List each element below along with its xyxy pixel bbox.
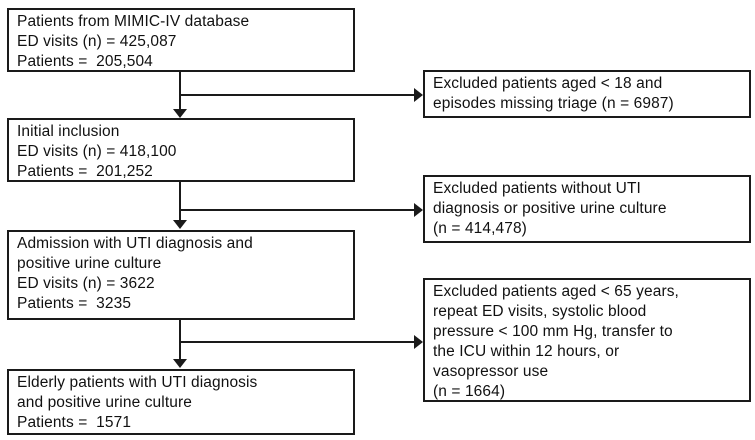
arrow-admission-to-final <box>179 320 181 360</box>
arrow-branch-to-exclusion-3 <box>179 341 415 343</box>
arrowhead-down-icon <box>173 220 187 229</box>
flow-box-elderly-final-cohort: Elderly patients with UTI diagnosis and … <box>7 369 355 435</box>
flow-box-line: ED visits (n) = 425,087 <box>17 33 177 50</box>
flow-box-line: episodes missing triage (n = 6987) <box>433 95 674 112</box>
arrow-initial-to-admission <box>179 182 181 221</box>
flow-box-exclusion-elderly-criteria: Excluded patients aged < 65 years, repea… <box>423 278 751 402</box>
flow-box-line: diagnosis or positive urine culture <box>433 200 667 217</box>
flow-box-line: vasopressor use <box>433 363 549 380</box>
flow-box-line: (n = 414,478) <box>433 220 527 237</box>
flow-box-line: the ICU within 12 hours, or <box>433 343 620 360</box>
arrow-source-to-initial <box>179 72 181 110</box>
arrowhead-right-icon <box>414 203 423 217</box>
flow-box-line: Excluded patients without UTI <box>433 180 641 197</box>
flow-box-line: (n = 1664) <box>433 383 506 400</box>
flow-box-line: Patients = 201,252 <box>17 163 153 180</box>
flow-box-uti-admission: Admission with UTI diagnosis and positiv… <box>7 230 355 320</box>
flow-box-exclusion-no-uti: Excluded patients without UTI diagnosis … <box>423 175 751 243</box>
flow-box-line: Patients from MIMIC-IV database <box>17 13 250 30</box>
flow-box-line: repeat ED visits, systolic blood <box>433 303 647 320</box>
flow-box-line: Elderly patients with UTI diagnosis <box>17 374 258 391</box>
flow-box-line: pressure < 100 mm Hg, transfer to <box>433 323 673 340</box>
flow-box-line: Excluded patients aged < 18 and <box>433 75 663 92</box>
flow-box-initial-inclusion: Initial inclusion ED visits (n) = 418,10… <box>7 118 355 182</box>
flow-box-line: and positive urine culture <box>17 394 192 411</box>
flow-box-line: Patients = 3235 <box>17 295 132 312</box>
flow-box-line: ED visits (n) = 3622 <box>17 275 155 292</box>
flow-box-exclusion-age-triage: Excluded patients aged < 18 and episodes… <box>423 70 751 118</box>
flow-box-line: positive urine culture <box>17 255 162 272</box>
arrowhead-down-icon <box>173 109 187 118</box>
arrow-branch-to-exclusion-2 <box>179 209 415 211</box>
flow-box-line: Patients = 205,504 <box>17 53 153 70</box>
arrowhead-right-icon <box>414 335 423 349</box>
flow-box-line: Initial inclusion <box>17 123 120 140</box>
flow-box-source-population: Patients from MIMIC-IV database ED visit… <box>7 8 355 72</box>
flow-box-line: Excluded patients aged < 65 years, <box>433 283 679 300</box>
flow-box-line: Patients = 1571 <box>17 414 132 431</box>
arrowhead-right-icon <box>414 88 423 102</box>
arrow-branch-to-exclusion-1 <box>179 94 415 96</box>
arrowhead-down-icon <box>173 359 187 368</box>
flow-box-line: ED visits (n) = 418,100 <box>17 143 177 160</box>
flow-box-line: Admission with UTI diagnosis and <box>17 235 253 252</box>
